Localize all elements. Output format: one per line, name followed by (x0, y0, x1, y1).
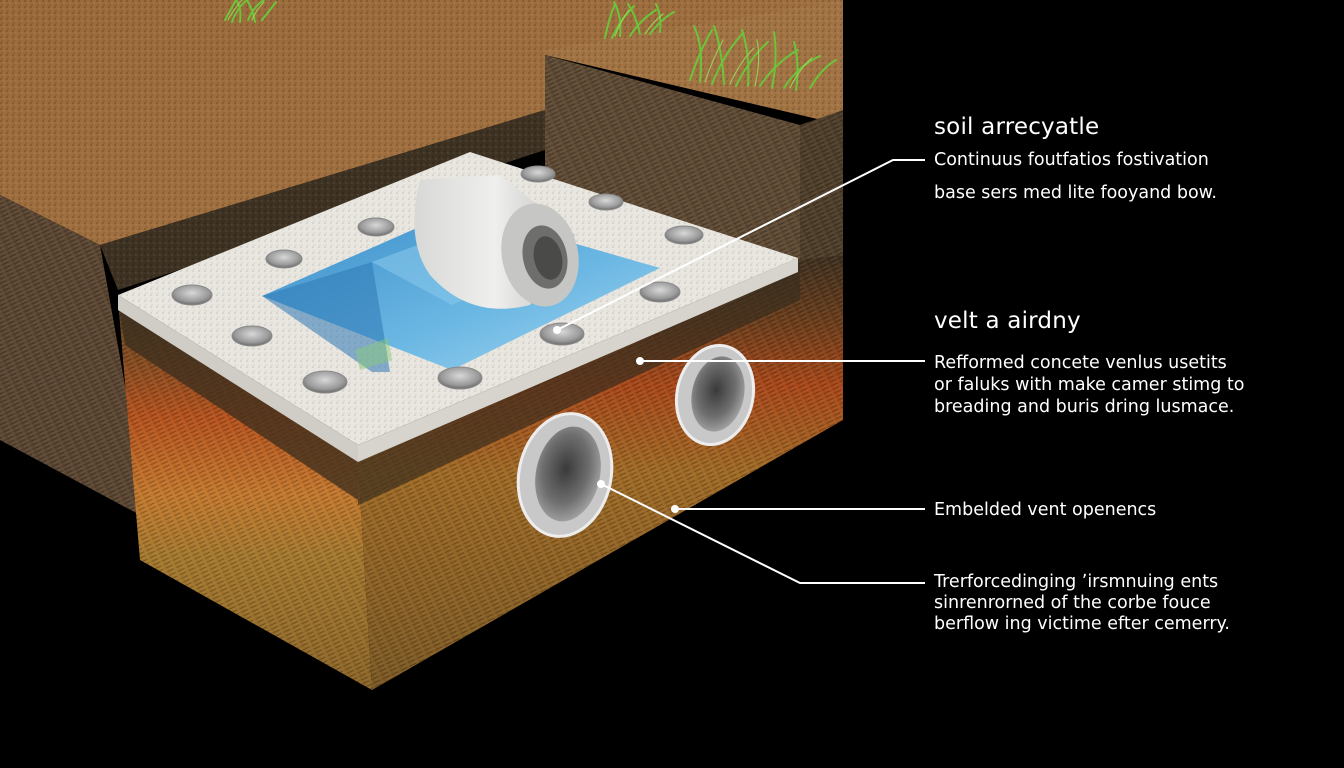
callout-2-line-2: or faluks with make camer stimg to (934, 375, 1245, 395)
callout-2-line-1: Refformed concete venlus usetits (934, 353, 1227, 373)
leader-line-1 (556, 159, 925, 331)
grass-tufts (224, 0, 837, 91)
callout-leader-lines (556, 159, 925, 584)
callout-1-heading: soil arrecyatle (934, 114, 1100, 140)
callout-2-heading: velt a airdny (934, 308, 1081, 334)
anchor-bolt-holes (171, 165, 704, 394)
callout-2-line-3: breading and buris dring lusmace. (934, 397, 1235, 417)
callout-4-line-2: sinrenrorned of the corbe fouce (934, 593, 1211, 613)
callout-4-line-3: berflow ing victime efter cemerry. (934, 614, 1230, 634)
left-soil-wall (0, 110, 545, 515)
callout-3-line-1: Embelded vent openencs (934, 500, 1157, 520)
leader-line-4 (600, 483, 925, 584)
callout-4-line-1: Trerforcedinging ʼirsmnuing ents (934, 572, 1219, 592)
pipe-cylinder (414, 175, 579, 309)
vent-opening-right (674, 343, 756, 447)
callout-1-line-1: Continuus foutfatios fostivation (934, 150, 1209, 170)
callout-1-line-2: base sers med lite fooyand bow. (934, 183, 1217, 203)
callout-anchor-dots (553, 326, 679, 513)
vent-opening-left (516, 412, 614, 538)
